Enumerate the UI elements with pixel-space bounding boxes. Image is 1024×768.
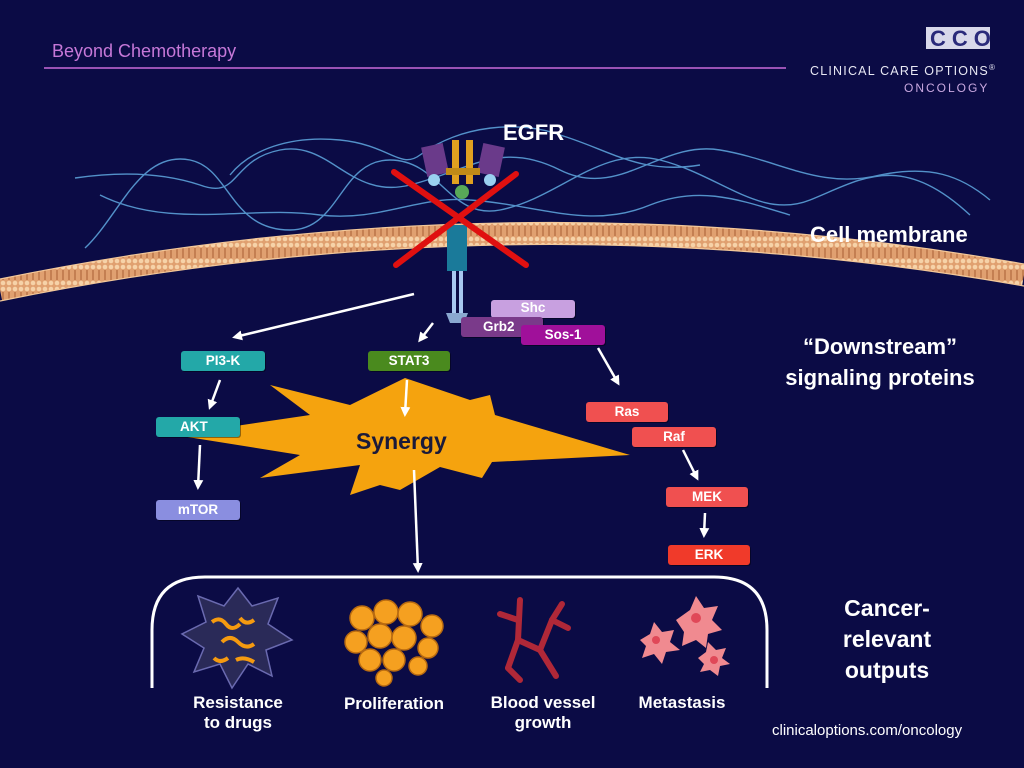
logo-letters: CCO	[930, 26, 997, 51]
registered-mark: ®	[988, 63, 997, 72]
proliferating-cells-icon	[344, 599, 444, 687]
protein-mek: MEK	[666, 487, 748, 507]
protein-akt: AKT	[156, 417, 240, 437]
slide-header-title: Beyond Chemotherapy	[52, 41, 237, 61]
pathway-arrows	[193, 292, 710, 573]
output-metastasis-label: Metastasis	[638, 693, 726, 712]
cancer-outputs-label: Cancer-relevant outputs	[842, 595, 932, 683]
output-blood-vessel-label: Blood vessel growth	[490, 693, 596, 733]
protein-mtor: mTOR	[156, 500, 240, 520]
protein-raf: Raf	[632, 427, 716, 447]
inhibition-x-icon	[391, 169, 529, 268]
logo-name: CLINICAL CARE OPTIONS®	[810, 63, 996, 78]
metastasis-cells-icon	[640, 596, 730, 676]
output-proliferation-label: Proliferation	[343, 694, 445, 713]
output-resistance-label: Resistance to drugs	[193, 693, 283, 733]
cco-logo-icon	[926, 27, 990, 49]
downstream-signaling-label: “Downstream” signaling proteins	[785, 334, 975, 390]
protein-shc: Shc	[491, 300, 575, 318]
synergy-starburst-icon	[175, 378, 630, 495]
header-divider	[44, 67, 786, 69]
protein-sos1: Sos-1	[521, 325, 605, 345]
protein-ras: Ras	[586, 402, 668, 422]
synergy-label: Synergy	[356, 428, 447, 454]
drug-resistant-cell-icon	[180, 586, 294, 690]
logo-subtitle: ONCOLOGY	[904, 81, 990, 95]
cell-membrane-label: Cell membrane	[810, 222, 968, 247]
protein-pi3k: PI3-K	[181, 351, 265, 371]
logo-name-text: CLINICAL CARE OPTIONS	[810, 64, 989, 79]
protein-erk: ERK	[668, 545, 750, 565]
cell-membrane-icon	[0, 221, 1024, 302]
outputs-bracket	[150, 575, 769, 688]
egfr-label: EGFR	[503, 120, 565, 145]
blood-vessel-icon	[497, 597, 571, 683]
footer-url: clinicaloptions.com/oncology	[772, 722, 963, 739]
protein-stat3: STAT3	[368, 351, 450, 371]
